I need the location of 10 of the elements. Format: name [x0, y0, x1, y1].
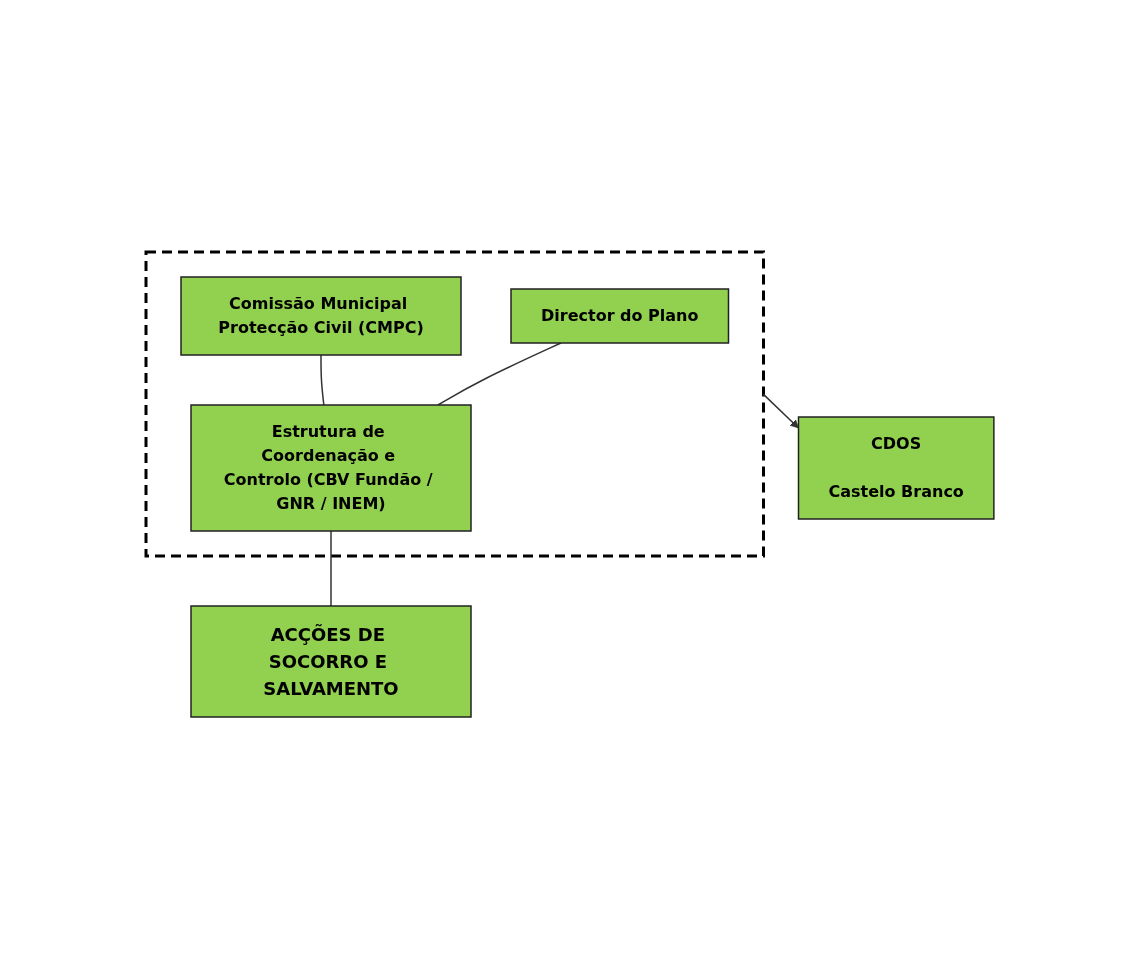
connector	[319, 354, 325, 406]
node-box: Estrutura de Coordenação e Controlo (CBV Fundão / GNR / INEM)	[189, 404, 472, 532]
node-box: CDOS Castelo Branco	[797, 416, 995, 520]
arrow	[762, 393, 799, 429]
connector	[436, 342, 562, 406]
node-box: ACÇÕES DE SOCORRO E SALVAMENTO	[189, 605, 472, 718]
cluster	[144, 250, 765, 558]
connector	[329, 530, 332, 607]
node-box: Director do Plano	[509, 288, 729, 344]
node-box: Comissão Municipal Protecção Civil (CMPC)	[179, 276, 462, 356]
